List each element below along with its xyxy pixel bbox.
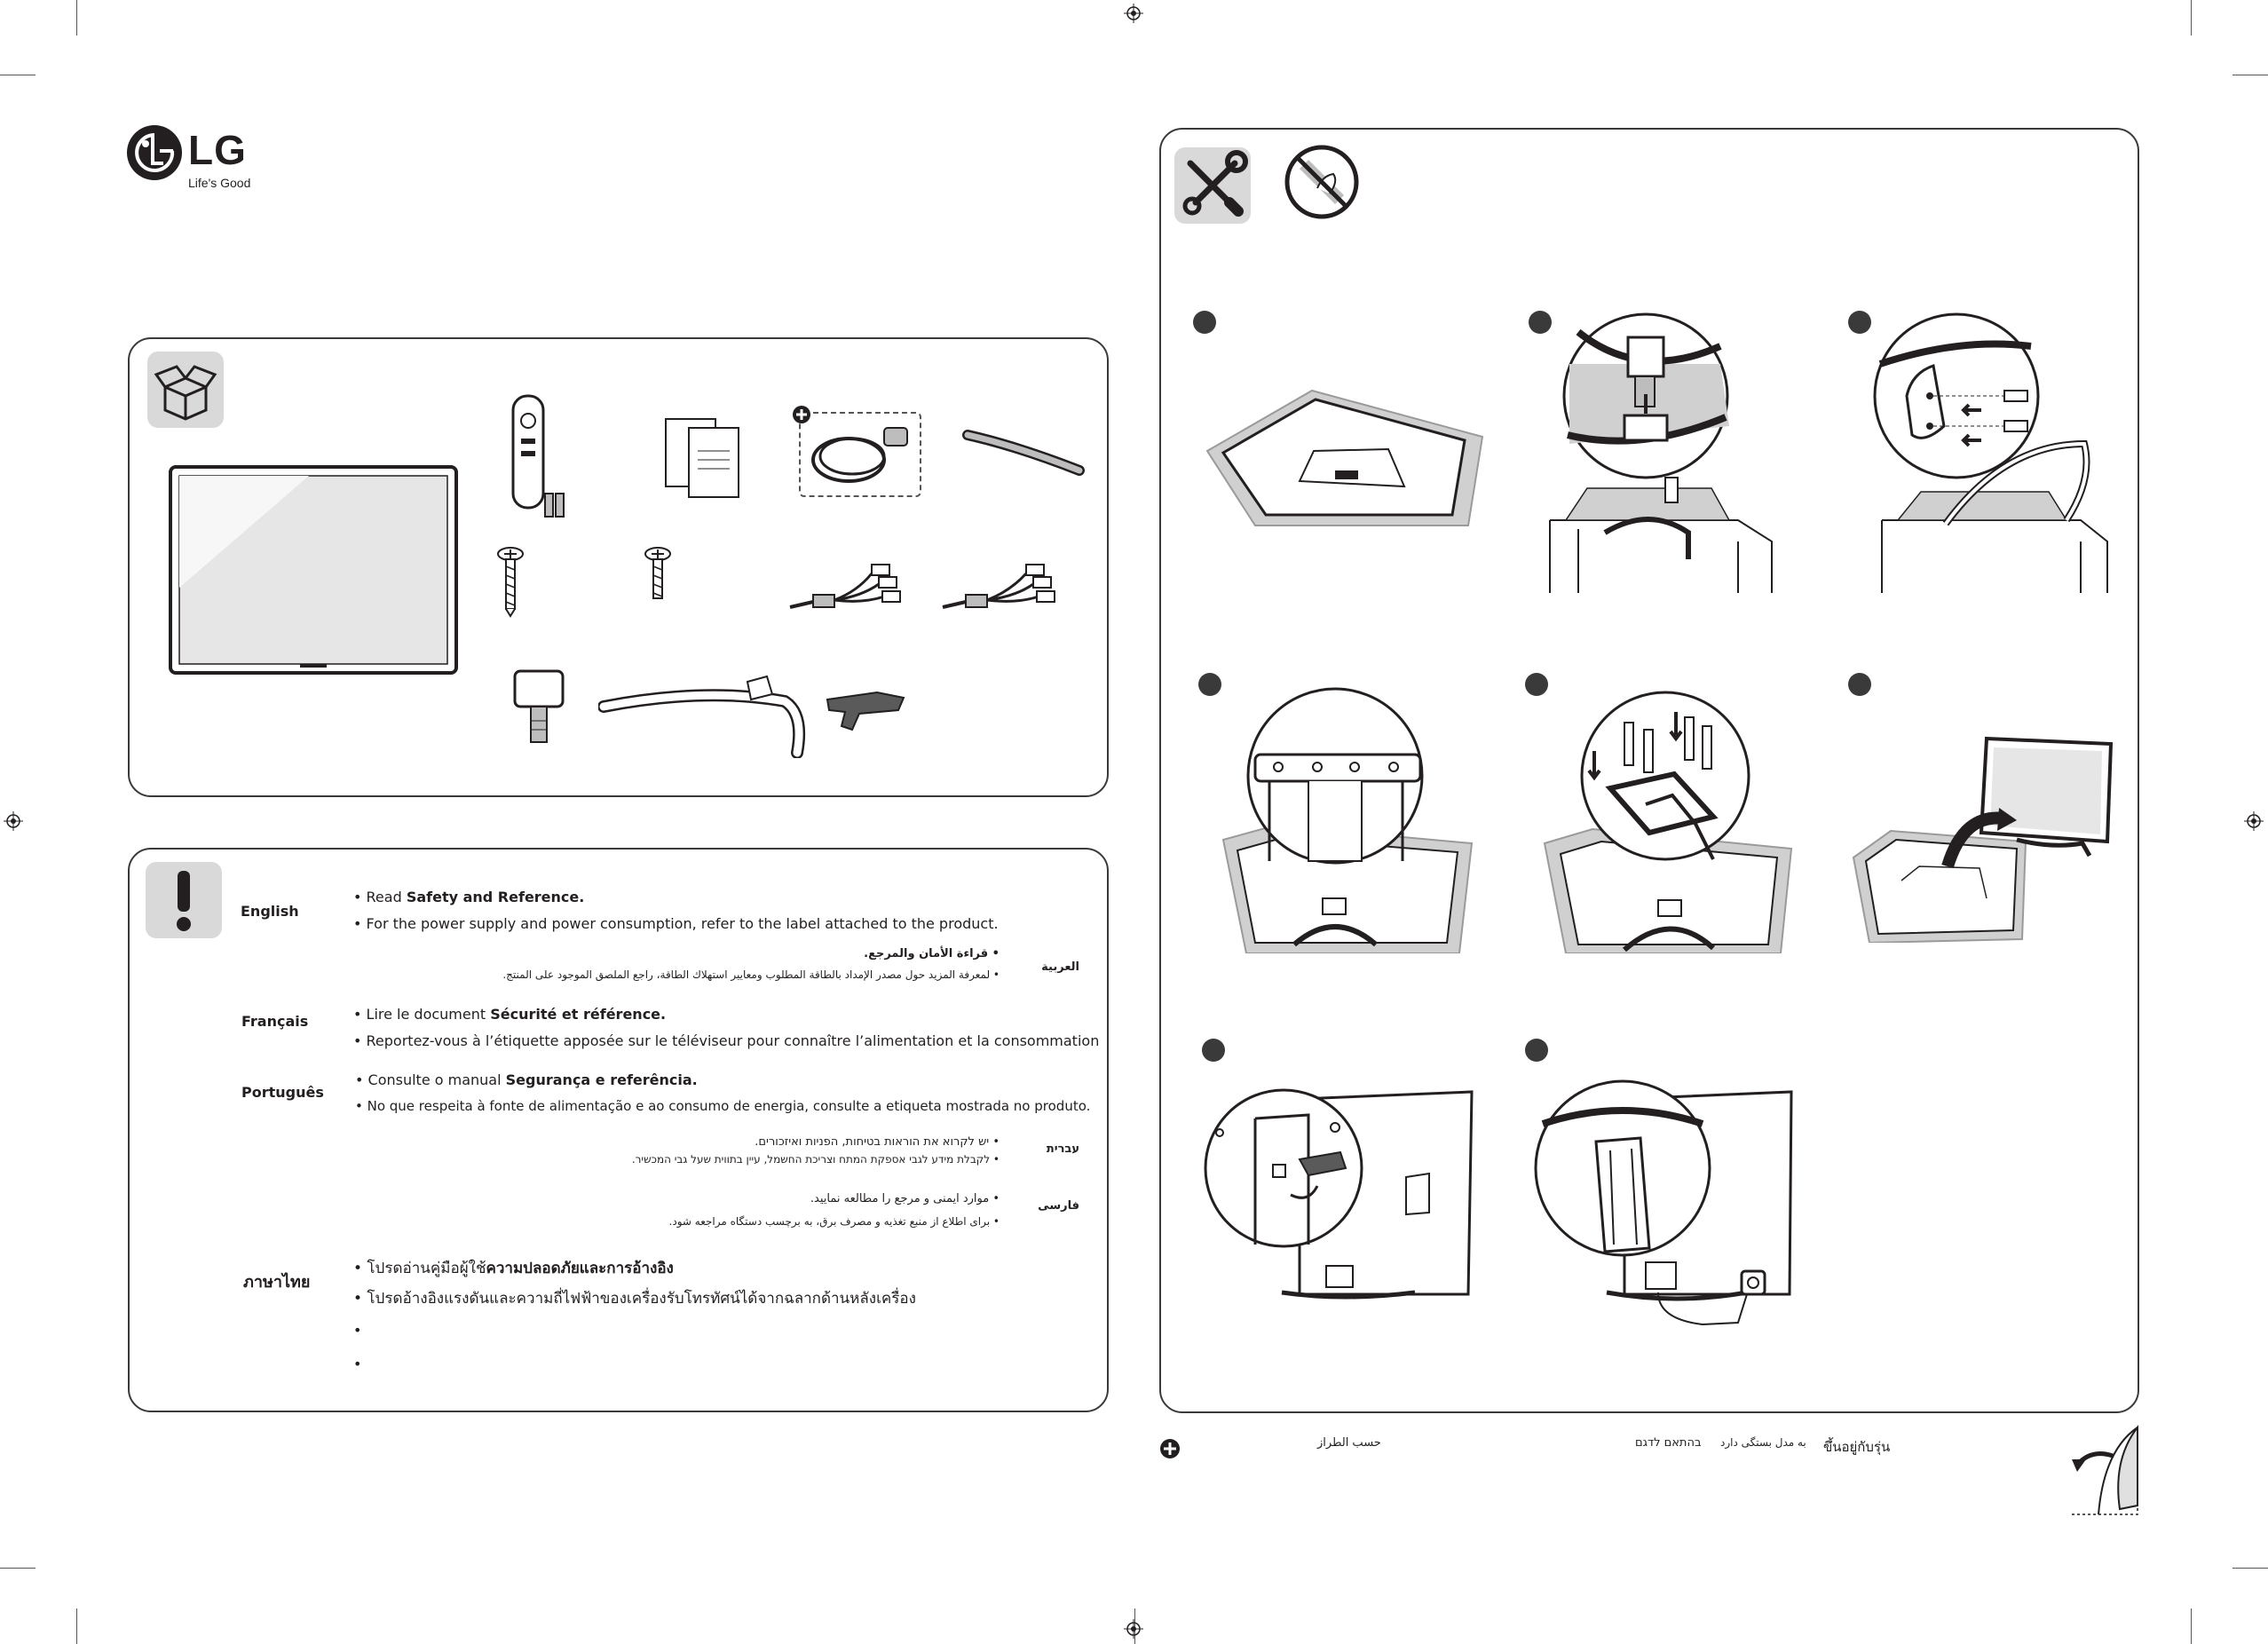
lang-label-french: Français [241, 1013, 309, 1030]
no-pressing-screen-icon [1284, 145, 1359, 219]
crop-mark [1134, 1608, 1135, 1644]
remote-control-illustration [511, 394, 565, 518]
step-4-marker [1198, 673, 1221, 696]
assembly-steps-panel [1159, 128, 2139, 1413]
arabic-line-2: • لمعرفة المزيد حول مصدر الإمداد بالطاقة… [502, 968, 1000, 981]
english-line-2: • For the power supply and power consump… [353, 915, 999, 932]
step-7-marker [1202, 1039, 1225, 1062]
portuguese-line-2: • No que respeita à fonte de alimentação… [355, 1098, 1091, 1114]
lg-face-icon [127, 125, 182, 180]
crop-mark [76, 1608, 77, 1644]
screw-short-illustration [644, 547, 671, 599]
box-contents-panel [128, 337, 1109, 797]
thai-line-1: • โปรดอ่านคู่มือผู้ใช้ความปลอดภัยและการอ… [353, 1260, 674, 1277]
step-2-illustration [1549, 312, 1773, 593]
safety-notes-panel: English • Read Safety and Reference. • F… [128, 848, 1109, 1412]
arabic-line-1: • قراءة الأمان والمرجع. [864, 947, 1000, 960]
step-1-marker [1193, 311, 1216, 334]
step-6-illustration [1852, 736, 2114, 943]
hebrew-line-1: • יש לקרוא את הוראות בטיחות, הפניות ואיז… [755, 1135, 1000, 1149]
logo-tagline: Life's Good [188, 176, 251, 190]
step-3-illustration [1873, 312, 2108, 593]
power-cable-illustration [811, 427, 908, 483]
registration-mark-icon [4, 811, 23, 831]
step-4-illustration [1221, 687, 1474, 953]
thai-line-3: • [353, 1322, 362, 1339]
plus-circle-icon [1160, 1439, 1180, 1458]
av-cable-illustration [789, 564, 901, 609]
step-8-illustration [1534, 1079, 1793, 1326]
step-8-marker [1525, 1039, 1548, 1062]
crop-mark [2232, 1568, 2268, 1569]
tv-illustration [169, 465, 458, 675]
crop-mark [2191, 0, 2192, 36]
persian-line-2: • برای اطلاع از منبع تغذیه و مصرف برق، ب… [668, 1215, 1000, 1228]
lang-label-hebrew: עברית [1046, 1142, 1079, 1156]
thai-line-4: • [353, 1356, 362, 1372]
crop-mark [0, 1568, 36, 1569]
optional-item-box [799, 412, 921, 497]
portuguese-line-1: • Consulte o manual Segurança e referênc… [355, 1071, 698, 1088]
tools-icon-tile [1174, 147, 1251, 224]
step-3-marker [1848, 311, 1871, 334]
persian-line-1: • موارد ایمنی و مرجع را مطالعه نمایید. [810, 1192, 1000, 1205]
french-line-1: • Lire le document Sécurité et référence… [353, 1006, 667, 1023]
footer-note-arabic: حسب الطراز [1317, 1436, 1381, 1450]
registration-mark-icon [1124, 1619, 1143, 1639]
step-7-illustration [1204, 1088, 1474, 1300]
page-turn-icon [2072, 1425, 2138, 1515]
registration-mark-icon [2244, 811, 2264, 831]
lang-label-persian: فارسی [1038, 1199, 1079, 1213]
component-cable-illustration [942, 564, 1055, 609]
box-icon-tile [147, 352, 224, 428]
open-box-icon [154, 365, 217, 421]
lang-label-thai: ภาษาไทย [243, 1273, 311, 1292]
screw-long-illustration [497, 547, 524, 618]
stand-cover-illustration [826, 691, 905, 731]
step-6-marker [1848, 673, 1871, 696]
footer-note-thai: ขึ้นอยู่กับรุ่น [1823, 1439, 1891, 1455]
exclamation-icon [177, 871, 191, 931]
step-2-marker [1529, 311, 1552, 334]
step-5-illustration [1543, 691, 1793, 953]
lang-label-portuguese: Português [241, 1084, 324, 1101]
footer-note-hebrew: בהתאם לדגם [1635, 1436, 1702, 1450]
french-line-2: • Reportez-vous à l’étiquette apposée su… [353, 1032, 1100, 1049]
warning-icon-tile [146, 862, 222, 938]
manuals-illustration [665, 418, 739, 498]
footer-note-persian: به مدل بستگی دارد [1720, 1436, 1806, 1449]
crop-mark [2191, 1608, 2192, 1644]
plus-circle-icon [793, 406, 810, 423]
lang-label-english: English [241, 903, 299, 920]
brand-logo: LG Life's Good [126, 124, 268, 195]
cable-holder-illustration [962, 430, 1085, 476]
hebrew-line-2: • לקבלת מידע לגבי אספקת המתח וצריכת החשמ… [631, 1153, 1000, 1166]
step-1-illustration [1205, 389, 1484, 526]
thai-line-2: • โปรดอ้างอิงแรงดันและความถี่ไฟฟ้าของเคร… [353, 1290, 916, 1308]
screwdriver-wrench-icon [1182, 150, 1248, 217]
stand-base-illustration [598, 675, 806, 758]
crop-mark [76, 0, 77, 36]
logo-wordmark: LG [188, 127, 247, 173]
lang-label-arabic: العربية [1041, 960, 1079, 974]
step-5-marker [1525, 673, 1548, 696]
english-line-1: • Read Safety and Reference. [353, 889, 585, 905]
registration-mark-icon [1124, 4, 1143, 23]
stand-body-illustration [513, 669, 565, 743]
